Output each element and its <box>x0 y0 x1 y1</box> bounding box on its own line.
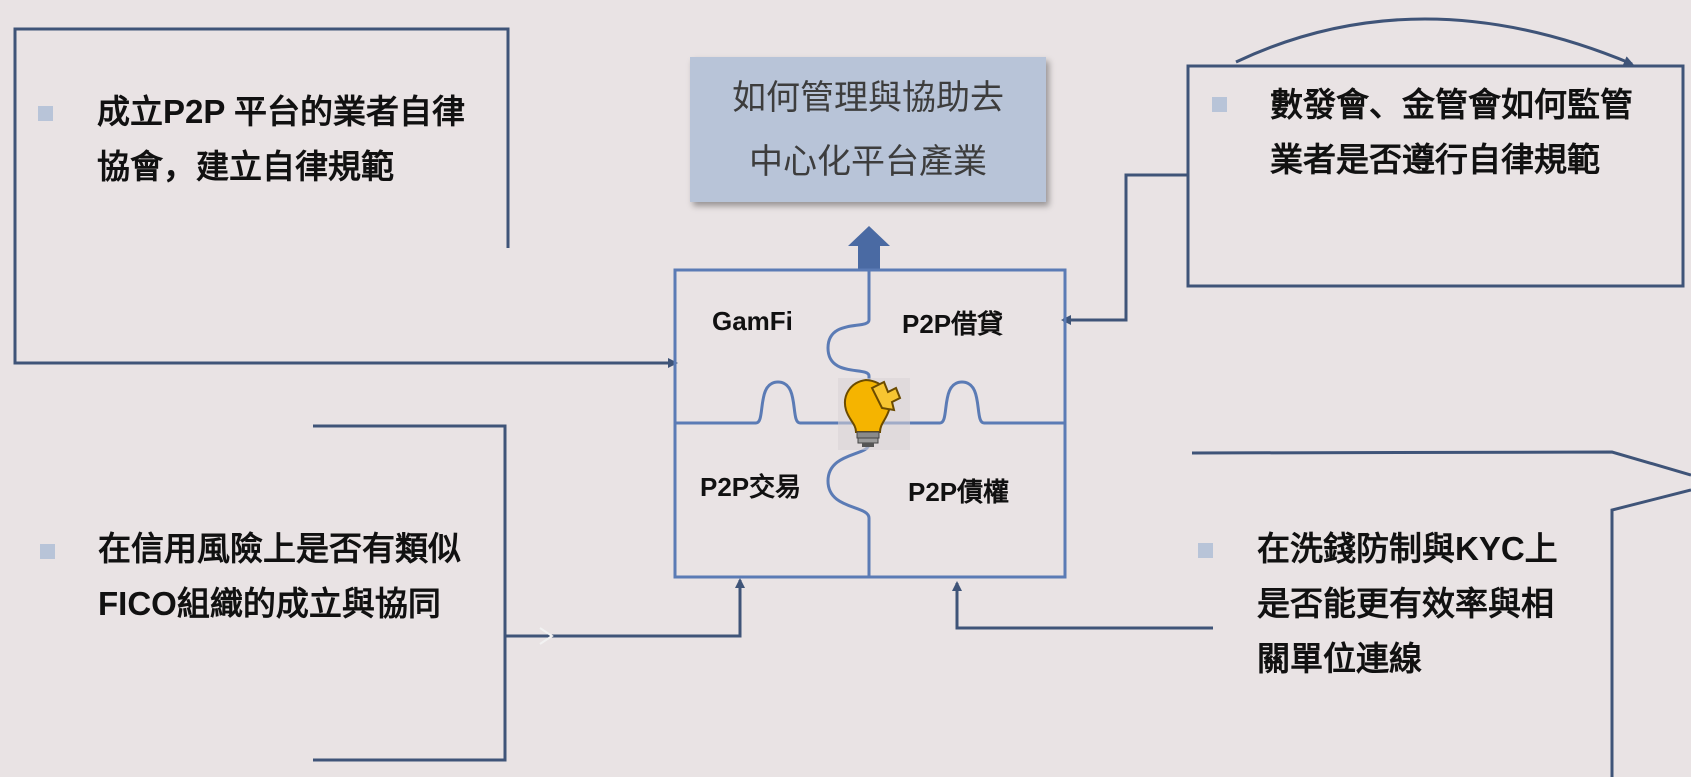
top-left-note-frame <box>13 27 678 368</box>
note-regulatory-oversight: 數發會、金管會如何監管業者是否遵行自律規範 <box>1270 86 1633 178</box>
bullet-square <box>38 106 53 121</box>
bullet-square <box>40 544 55 559</box>
up-arrow <box>848 226 890 270</box>
bottom-right-connector-arrow <box>952 581 1213 630</box>
bottom-right-frame <box>1191 450 1691 777</box>
puzzle-label-gamfi: GamFi <box>712 306 793 336</box>
bullet-square <box>1198 543 1213 558</box>
bottom-left-connector-arrow <box>505 578 745 638</box>
note-aml-kyc: 在洗錢防制與KYC上是否能更有效率與相關單位連線 <box>1257 530 1558 677</box>
title-box: 如何管理與協助去中心化平台產業 <box>690 57 1046 202</box>
lightbulb-puzzle-icon <box>838 378 910 450</box>
top-right-connector-arrow <box>1061 173 1188 325</box>
bottom-left-bracket <box>313 424 507 762</box>
top-right-curved-arrow <box>1235 17 1634 66</box>
puzzle-label-p2p-lending: P2P借貸 <box>902 309 1004 339</box>
bottom-left-chevron <box>539 627 554 645</box>
note-self-regulation: 成立P2P 平台的業者自律協會，建立自律規範 <box>97 93 465 185</box>
title-text: 如何管理與協助去中心化平台產業 <box>732 78 1004 181</box>
puzzle-label-p2p-debt: P2P債權 <box>908 477 1010 507</box>
bullet-square <box>1212 97 1227 112</box>
note-credit-risk: 在信用風險上是否有類似FICO組織的成立與協同 <box>98 530 461 622</box>
puzzle-label-p2p-trading: P2P交易 <box>700 472 802 502</box>
